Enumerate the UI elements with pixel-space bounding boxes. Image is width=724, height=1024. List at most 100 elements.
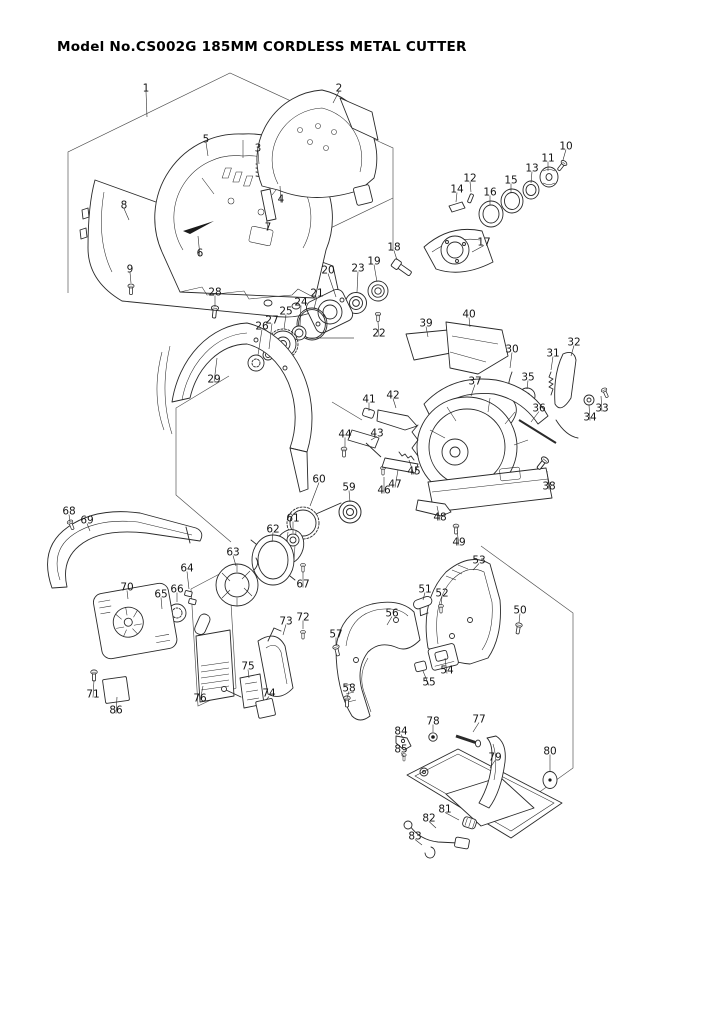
part-label-65: 65 (154, 589, 167, 601)
leader-line-70 (126, 590, 129, 600)
leader-line-74 (265, 696, 270, 701)
part-label-45: 45 (407, 466, 420, 478)
baffle-plate-62 (250, 534, 296, 586)
part-label-78: 78 (426, 716, 439, 728)
handle-half-53 (425, 559, 501, 665)
leader-line-83 (414, 839, 423, 846)
part-label-82: 82 (422, 813, 435, 825)
handle-cover-69 (47, 511, 203, 589)
part-label-71: 71 (86, 689, 99, 701)
part-label-73: 73 (279, 616, 292, 628)
leader-line-39 (425, 326, 429, 338)
lever-43 (347, 429, 382, 458)
leader-line-64 (186, 571, 190, 590)
part-label-46: 46 (377, 485, 391, 497)
part-label-85: 85 (394, 744, 407, 756)
part-label-25: 25 (279, 306, 292, 318)
part-label-15: 15 (504, 175, 517, 187)
part-label-11: 11 (541, 153, 554, 165)
part-label-64: 64 (180, 563, 194, 575)
part-label-66: 66 (170, 584, 184, 596)
leader-line-81 (444, 812, 460, 821)
leader-line-53 (472, 563, 480, 571)
bolt-18 (390, 258, 412, 276)
ring-83 (424, 846, 436, 859)
part-label-38: 38 (542, 481, 555, 493)
name-plate-86 (102, 676, 130, 704)
leader-line-34 (588, 404, 591, 421)
part-label-16: 16 (483, 187, 497, 199)
leader-line-1 (145, 91, 148, 118)
leader-line-85 (400, 752, 405, 758)
part-label-55: 55 (422, 677, 435, 689)
leader-line-59 (348, 490, 351, 503)
leader-line-26 (257, 329, 263, 356)
leader-line-40 (468, 317, 471, 328)
leader-line-42 (392, 398, 397, 409)
part-label-58: 58 (342, 683, 355, 695)
label-plate-74 (255, 698, 276, 719)
part-label-30: 30 (505, 344, 518, 356)
page-title: Model No.CS002G 185MM CORDLESS METAL CUT… (57, 39, 467, 55)
brush-64a (184, 590, 193, 598)
leader-line-33 (600, 395, 603, 412)
screw-71 (90, 669, 98, 682)
strip-7 (260, 188, 277, 222)
part-label-79: 79 (488, 752, 501, 764)
part-label-63: 63 (226, 547, 239, 559)
screw-72 (300, 630, 306, 640)
part-label-47: 47 (388, 479, 401, 491)
leader-line-36 (530, 411, 540, 423)
base-plate-79 (406, 735, 563, 839)
part-label-86: 86 (109, 705, 123, 717)
leader-line-4 (279, 185, 282, 203)
leader-line-21 (313, 296, 318, 310)
knob-81 (462, 816, 477, 830)
leader-line-2 (332, 91, 340, 104)
leader-line-47 (394, 469, 399, 488)
part-label-39: 39 (419, 318, 432, 330)
brush-64b (188, 598, 197, 606)
part-label-3: 3 (255, 143, 262, 155)
leader-line-65 (160, 597, 163, 610)
part-label-68: 68 (62, 506, 75, 518)
leader-line-38 (546, 470, 550, 490)
part-label-8: 8 (121, 200, 128, 212)
leader-line-14 (455, 192, 458, 203)
leader-line-5 (205, 142, 209, 157)
part-label-42: 42 (386, 390, 399, 402)
part-label-33: 33 (595, 403, 608, 415)
leader-line-45 (408, 459, 415, 475)
bearing-61 (286, 533, 300, 547)
part-label-27: 27 (265, 315, 278, 327)
leader-line-23 (356, 271, 359, 293)
part-label-12: 12 (463, 173, 476, 185)
part-label-54: 54 (440, 665, 454, 677)
lever-42 (376, 409, 418, 431)
leader-line-71 (92, 679, 95, 698)
rod-36 (518, 419, 557, 444)
outer-flange-group (423, 158, 569, 273)
part-label-5: 5 (203, 134, 210, 146)
handle-group (331, 559, 523, 721)
leader-line-37 (470, 384, 476, 397)
screw-67 (300, 563, 306, 573)
part-label-24: 24 (294, 297, 308, 309)
part-label-67: 67 (296, 579, 309, 591)
part-label-35: 35 (521, 372, 534, 384)
part-label-14: 14 (450, 184, 464, 196)
bearing-19 (367, 280, 389, 302)
part-label-9: 9 (127, 264, 134, 276)
part-label-23: 23 (351, 263, 364, 275)
leader-line-20 (327, 273, 337, 298)
clamp-84 (395, 735, 412, 751)
part-label-56: 56 (385, 608, 399, 620)
block-55 (414, 660, 428, 673)
handle-half-56 (335, 601, 421, 721)
spring-45 (398, 451, 415, 461)
leader-line-13 (530, 171, 533, 184)
motor-housing-70 (92, 582, 178, 660)
leader-line-31 (550, 356, 554, 371)
part-label-60: 60 (312, 474, 325, 486)
